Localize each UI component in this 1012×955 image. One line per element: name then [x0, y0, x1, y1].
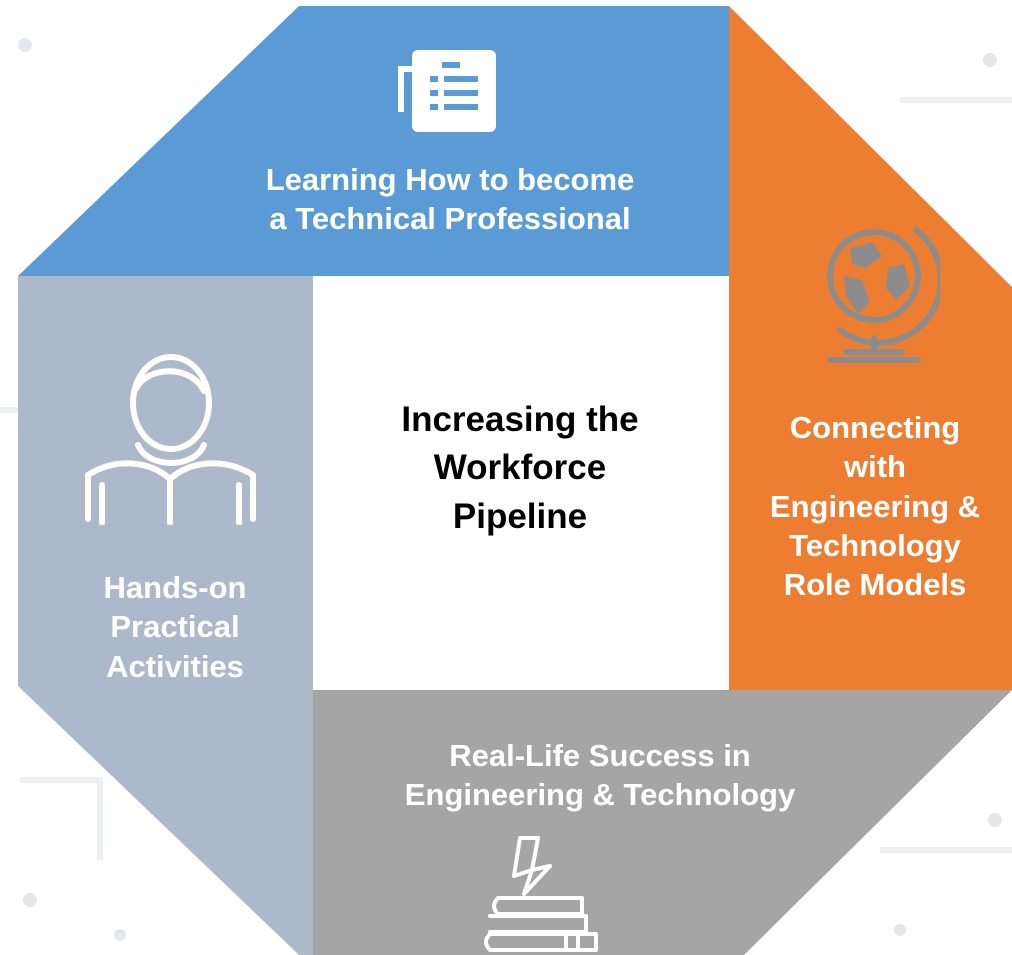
books-lightning-icon: [484, 836, 598, 952]
segment-left: [18, 276, 313, 955]
center-panel: [313, 276, 729, 690]
document-list-icon: [398, 50, 496, 132]
segment-left-label: Hands-on Practical Activities: [103, 570, 247, 684]
segment-top: [18, 6, 729, 276]
segment-right: [729, 6, 1012, 690]
globe-icon: [827, 227, 940, 363]
center-title: Increasing the Workforce Pipeline: [401, 400, 639, 536]
segment-bottom: [313, 690, 1012, 955]
segment-right-label: Connecting with Engineering & Technology…: [769, 410, 981, 603]
segment-top-label: Learning How to become a Technical Profe…: [265, 162, 635, 237]
person-reading-icon: [85, 354, 256, 525]
segment-bottom-label: Real-Life Success in Engineering & Techn…: [404, 738, 796, 813]
